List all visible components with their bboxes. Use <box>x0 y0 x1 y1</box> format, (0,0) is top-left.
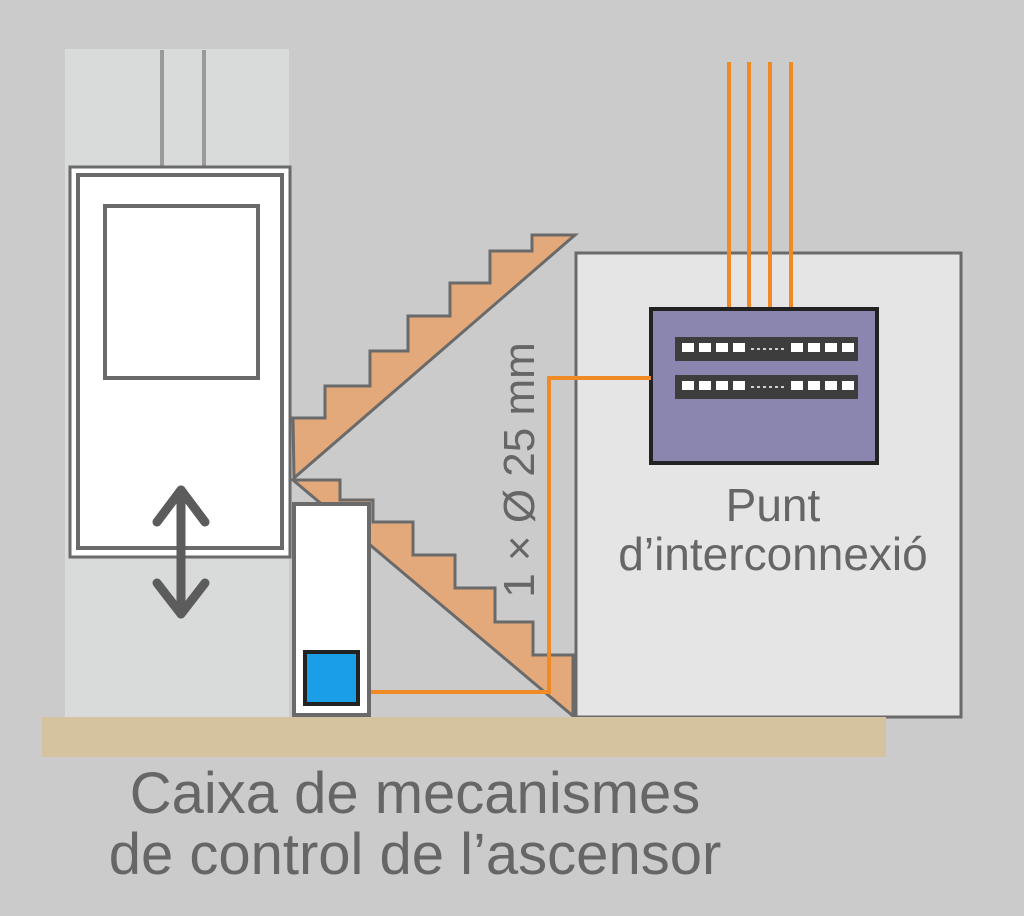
elevator-window <box>103 204 260 380</box>
control-box-label: Caixa de mecanismes de control de l’asce… <box>0 763 830 886</box>
rj45-port-icon <box>682 381 694 390</box>
interconnection-point-label-line-1: Punt <box>725 479 821 531</box>
incoming-cables <box>727 62 793 310</box>
rj45-port-icon <box>825 381 837 390</box>
control-button <box>303 650 360 706</box>
rj45-port-icon <box>716 381 728 390</box>
rj45-port-icon <box>808 381 820 390</box>
cable-spec-label: 1 × Ø 25 mm <box>495 342 544 598</box>
rj45-port-icon <box>842 381 854 390</box>
control-box-label-line-1: Caixa de mecanismes <box>129 761 701 826</box>
patch-panel-rows <box>675 337 858 399</box>
rj45-port-icon <box>682 343 694 352</box>
rj45-port-icon <box>733 381 745 390</box>
rj45-port-icon <box>699 381 711 390</box>
rj45-port-icon <box>808 343 820 352</box>
rj45-port-icon <box>733 343 745 352</box>
control-box-label-line-2: de control de l’ascensor <box>108 822 722 888</box>
control-cable <box>371 376 651 694</box>
floor <box>42 717 886 757</box>
rj45-port-icon <box>842 343 854 352</box>
up-down-arrow-icon <box>152 485 210 619</box>
rj45-port-icon <box>791 343 803 352</box>
rj45-port-icon <box>699 343 711 352</box>
upper-staircase <box>291 233 580 482</box>
rj45-port-icon <box>716 343 728 352</box>
interconnection-point-label-line-2: d’interconnexió <box>618 527 928 580</box>
rj45-port-icon <box>825 343 837 352</box>
rj45-port-icon <box>791 381 803 390</box>
interconnection-point-label: Punt d’interconnexió <box>568 481 978 579</box>
